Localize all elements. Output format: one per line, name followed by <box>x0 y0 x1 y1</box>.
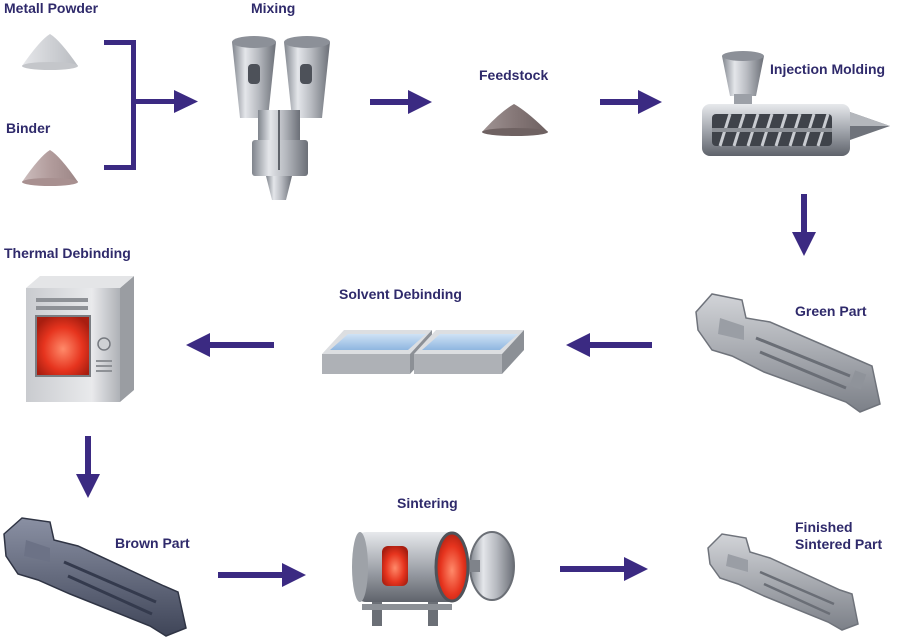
arrow-feedstock-to-injection <box>600 90 662 114</box>
brown-part-label: Brown Part <box>115 535 190 551</box>
arrow-mixing-to-feedstock <box>370 90 432 114</box>
solvent-debinding-label: Solvent Debinding <box>339 286 462 302</box>
injection-molding-label: Injection Molding <box>770 61 886 77</box>
arrow-solvent-to-thermal <box>186 333 274 357</box>
sintering-label: Sintering <box>397 495 458 511</box>
arrow-green-part-to-solvent <box>566 333 652 357</box>
thermal-debinding-label: Thermal Debinding <box>4 245 131 261</box>
finished-label-line1: Finished <box>795 519 853 535</box>
binder-pile-icon <box>22 150 78 186</box>
finished-label-line2: Sintered Part <box>795 536 883 552</box>
feedstock-label: Feedstock <box>479 67 549 83</box>
green-part-icon <box>695 293 881 413</box>
injection-molding-machine-icon <box>702 51 890 156</box>
mixing-label: Mixing <box>251 0 296 16</box>
arrow-brown-part-to-sintering <box>218 563 306 587</box>
thermal-debinding-oven-icon <box>26 276 134 402</box>
binder-label: Binder <box>6 120 51 136</box>
green-part-label: Green Part <box>795 303 867 319</box>
mixer-icon <box>232 36 330 200</box>
merge-bracket-arrow <box>104 40 198 170</box>
brown-part-icon <box>3 517 187 637</box>
solvent-debinding-tanks-icon <box>322 330 524 374</box>
metal-powder-label: Metall Powder <box>4 0 99 16</box>
sintering-furnace-icon <box>352 531 515 626</box>
finished-part-icon <box>707 533 859 631</box>
arrow-injection-to-green-part <box>792 194 816 256</box>
arrow-sintering-to-finished <box>560 557 648 581</box>
arrow-thermal-to-brown-part <box>76 436 100 498</box>
finished-sintered-part-label: Finished Sintered Part <box>795 519 882 553</box>
feedstock-pile-icon <box>482 104 548 136</box>
metal-powder-pile-icon <box>22 34 78 70</box>
